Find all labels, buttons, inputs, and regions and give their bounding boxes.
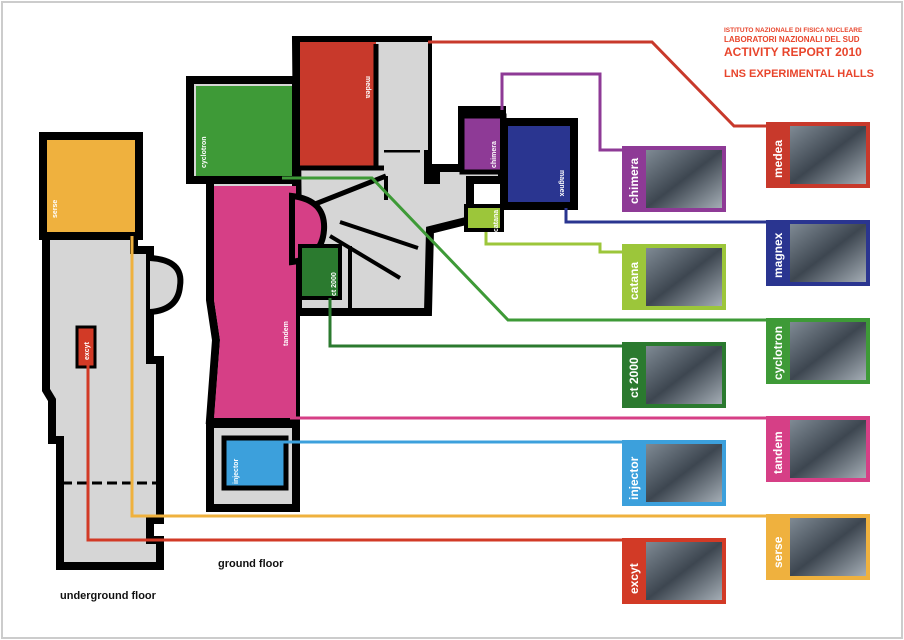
card-tandem-photo <box>790 420 866 478</box>
card-injector-label: injector <box>627 456 641 500</box>
connector-serse <box>130 236 768 518</box>
card-cyclotron-label: cyclotron <box>771 326 785 380</box>
connector-excyt <box>86 360 622 542</box>
header-institute: ISTITUTO NAZIONALE DI FISICA NUCLEARE <box>724 27 863 34</box>
card-magnex-photo <box>790 224 866 282</box>
medea-room <box>300 42 376 166</box>
header-lab: LABORATORI NAZIONALI DEL SUD <box>724 35 860 44</box>
room-labels: serse excyt cyclotron tandem medea ct 20… <box>52 76 565 484</box>
room-label-tandem: tandem <box>283 321 290 346</box>
room-label-excyt: excyt <box>84 341 91 360</box>
connector-medea <box>428 40 768 128</box>
card-medea-label: medea <box>771 140 785 178</box>
card-ct2000: ct 2000 <box>622 342 726 408</box>
connector-lines <box>86 40 768 542</box>
card-chimera-photo <box>646 150 722 208</box>
card-catana-label: catana <box>627 262 641 300</box>
card-chimera-label: chimera <box>627 158 641 204</box>
connector-ct2000 <box>328 298 622 348</box>
card-serse: serse <box>766 514 870 580</box>
card-excyt-photo <box>646 542 722 600</box>
header-report: ACTIVITY REPORT 2010 <box>724 45 862 59</box>
connector-catana <box>484 232 622 254</box>
hall-wall-3 <box>339 220 419 250</box>
card-excyt-label: excyt <box>627 563 641 594</box>
ground-floor-label: ground floor <box>218 558 284 570</box>
room-label-magnex: magnex <box>558 170 565 197</box>
medea-side <box>376 42 428 166</box>
ground-floor-plan <box>186 36 578 512</box>
card-ct2000-photo <box>646 346 722 404</box>
tandem-room <box>214 186 296 418</box>
injector-room <box>221 435 289 491</box>
room-label-ct2000: ct 2000 <box>331 272 338 296</box>
chimera-room <box>459 113 507 175</box>
card-chimera: chimera <box>622 146 726 212</box>
serse-room <box>39 132 143 240</box>
excyt-room <box>75 325 97 369</box>
card-serse-label: serse <box>771 536 785 568</box>
header-halls: LNS EXPERIMENTAL HALLS <box>724 68 874 80</box>
connector-chimera <box>500 72 622 152</box>
card-magnex: magnex <box>766 220 870 286</box>
room-label-serse: serse <box>52 200 59 218</box>
catana-room <box>464 204 504 232</box>
ct2000-room <box>298 244 342 300</box>
connector-magnex <box>564 208 768 224</box>
card-serse-photo <box>790 518 866 576</box>
card-medea-photo <box>790 126 866 184</box>
room-label-medea: medea <box>364 76 371 98</box>
room-label-catana: catana <box>493 210 500 232</box>
cyclotron-room <box>196 86 292 176</box>
room-label-chimera: chimera <box>491 141 498 168</box>
card-ct2000-label: ct 2000 <box>627 357 641 398</box>
card-catana-photo <box>646 248 722 306</box>
connector-cyclotron <box>282 176 768 322</box>
hall-wall-2 <box>328 234 402 280</box>
card-catana: catana <box>622 244 726 310</box>
card-cyclotron-photo <box>790 322 866 380</box>
card-tandem: tandem <box>766 416 870 482</box>
card-excyt: excyt <box>622 538 726 604</box>
underground-bump <box>149 255 184 315</box>
room-label-cyclotron: cyclotron <box>201 136 208 168</box>
card-injector-photo <box>646 444 722 502</box>
card-injector: injector <box>622 440 726 506</box>
card-magnex-label: magnex <box>771 232 785 278</box>
underground-floor-label: underground floor <box>60 590 156 602</box>
card-cyclotron: cyclotron <box>766 318 870 384</box>
card-tandem-label: tandem <box>771 431 785 474</box>
card-medea: medea <box>766 122 870 188</box>
magnex-room <box>500 118 578 210</box>
room-label-injector: injector <box>233 458 240 484</box>
